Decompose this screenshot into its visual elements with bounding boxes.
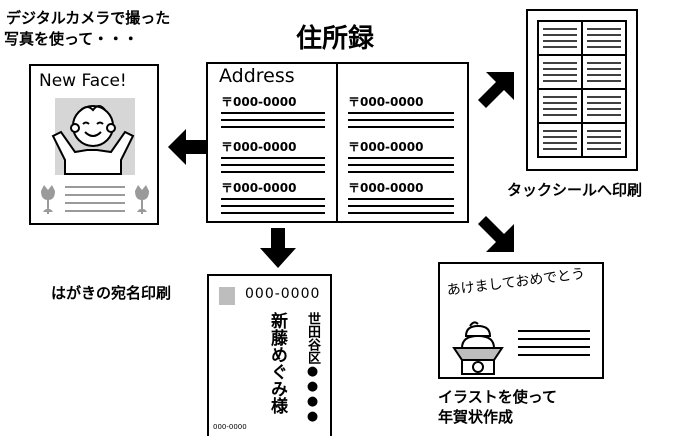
arrow-up-right-icon <box>478 72 514 108</box>
arrow-down-right-icon <box>478 216 514 252</box>
zip-entry: 〒000-0000 <box>348 181 424 195</box>
zip-boxes: 000-0000 <box>245 286 321 302</box>
baby-illustration <box>41 105 149 214</box>
zip-entry: 〒000-0000 <box>348 140 424 154</box>
postcard-address: 世田谷区●●●● <box>305 312 320 424</box>
kagami-mochi-illustration <box>452 321 504 375</box>
photo-card: New Face! <box>29 64 159 225</box>
arrow-left-icon <box>168 129 206 165</box>
sender-zip: 000-0000 <box>213 423 247 431</box>
label-sheet <box>526 9 638 171</box>
address-book: Address 〒000-0000 〒000-0000 〒000-0000 〒0… <box>206 62 469 223</box>
stamp-box <box>219 287 235 305</box>
photo-card-heading: New Face! <box>39 71 127 91</box>
photo-caption-line-1: デジタルカメラで撮った <box>6 9 171 27</box>
postcard-recipient: 新藤めぐみ様 <box>267 312 287 414</box>
postcard-caption: はがきの宛名印刷 <box>51 284 172 302</box>
greeting-card: あけましておめでとう <box>438 262 604 379</box>
label-grid <box>537 20 627 158</box>
greeting-caption-line-2: 年賀状作成 <box>438 408 514 426</box>
zip-entry: 〒000-0000 <box>221 140 297 154</box>
greeting-caption-line-1: イラストを使って <box>438 388 557 406</box>
address-book-heading: Address <box>219 65 295 87</box>
zip-entry: 〒000-0000 <box>221 181 297 195</box>
arrow-down-icon <box>260 228 296 268</box>
zip-entry: 〒000-0000 <box>348 95 424 109</box>
zip-entry: 〒000-0000 <box>221 95 297 109</box>
postcard: 000-0000 世田谷区●●●● 新藤めぐみ様 000-0000 <box>207 274 332 436</box>
page-title: 住所録 <box>296 24 375 54</box>
photo-caption-line-2: 写真を使って・・・ <box>4 30 139 48</box>
label-caption: タックシールへ印刷 <box>507 181 643 199</box>
